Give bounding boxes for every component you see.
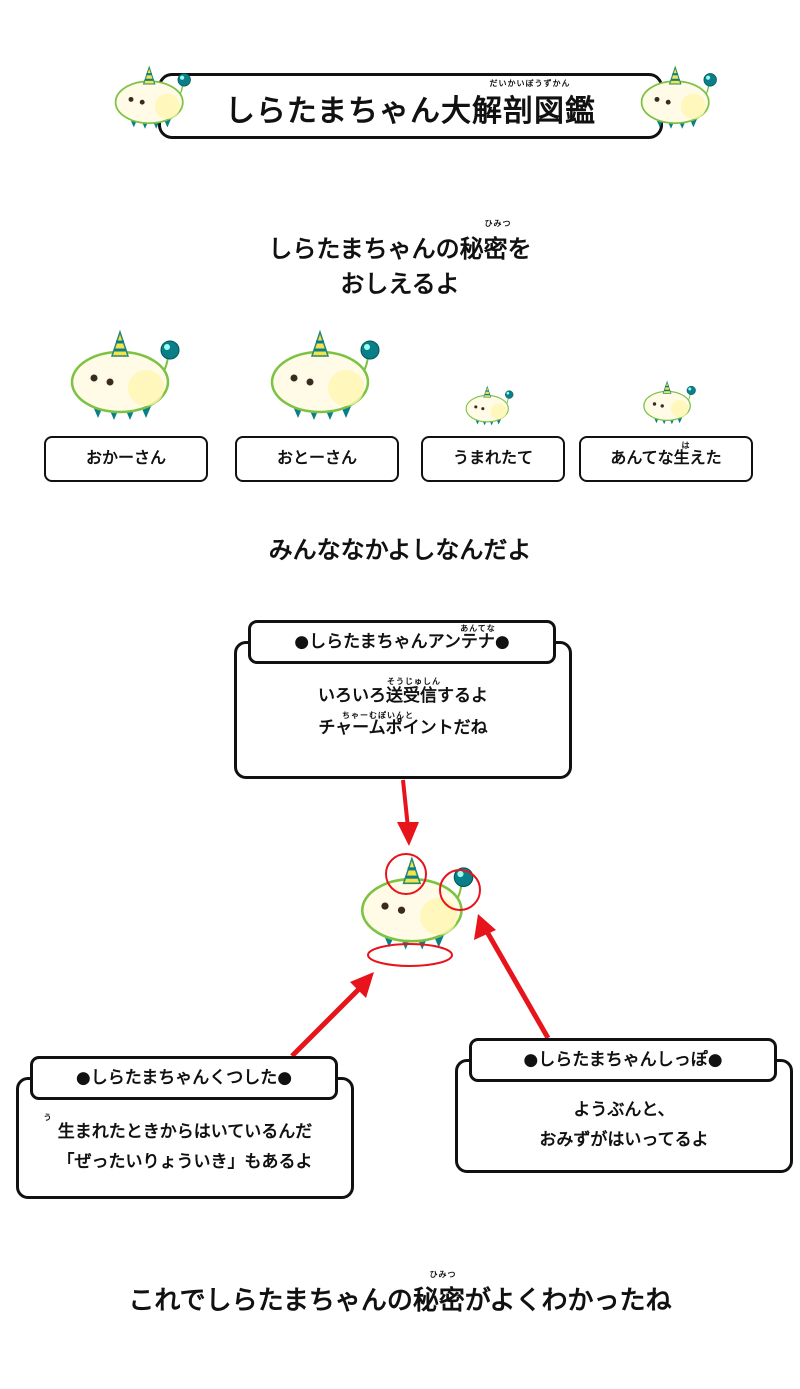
tail-callout-line-1: ようぶんと、 (573, 1100, 675, 1120)
family-label-mother: おかーさん (44, 436, 208, 482)
shiratama-right-icon (636, 62, 720, 134)
intro-line-2: おしえるよ (340, 270, 460, 298)
antenna-line1-ruby: そうじゅしん (387, 677, 441, 686)
antenna-callout-line-2: チャームポイントだね (318, 718, 488, 738)
family-ruby: は (681, 441, 691, 450)
page-title: しらたまちゃん大解剖図鑑 (224, 94, 597, 129)
arrow-tail (483, 928, 551, 1040)
shiratama-main-icon (360, 856, 475, 952)
arrow-antenna-head (397, 822, 419, 846)
arrow-socks-head (350, 972, 374, 998)
antenna-callout-title: ●しらたまちゃんアンテナ● (248, 620, 556, 664)
closing-ruby: ひみつ (429, 1270, 457, 1279)
arrow-antenna (401, 779, 410, 829)
socks-highlight-ellipse (367, 943, 453, 967)
socks-callout-title: ●しらたまちゃんくつした● (30, 1056, 338, 1100)
anatomy-diagram (290, 779, 551, 1058)
socks-callout-line-2: 「ぜったいりょういき」もあるよ (57, 1152, 313, 1172)
socks-callout-line-1: 生まれたときからはいているんだ (57, 1122, 313, 1142)
together-text: みんななかよしなんだよ (268, 536, 532, 564)
title-frame (158, 73, 663, 139)
antenna-line2-ruby: ちゃーむぽいんと (342, 711, 414, 720)
arrow-tail-head (474, 914, 496, 940)
family-label-newborn: うまれたて (421, 436, 565, 482)
tail-highlight-circle (439, 869, 481, 911)
intro-ruby: ひみつ (484, 219, 512, 228)
closing-text: これでしらたまちゃんの秘密がよくわかったね (128, 1286, 672, 1316)
socks-line1-ruby: う (43, 1113, 53, 1122)
tail-callout-title: ●しらたまちゃんしっぽ● (469, 1038, 777, 1082)
antenna-callout-frame (234, 641, 572, 779)
antenna-callout-line-1: いろいろ送受信するよ (318, 686, 488, 706)
shiratama-antenna-sprouted-icon (640, 378, 698, 428)
shiratama-newborn-icon (462, 384, 516, 428)
title-ruby: だいかいぼうずかん (489, 79, 571, 88)
intro-line-1: しらたまちゃんの秘密を (268, 235, 532, 263)
shiratama-father-icon (262, 326, 386, 426)
arrow-socks (290, 980, 368, 1058)
antenna-title-ruby: あんてな (460, 624, 496, 633)
antenna-highlight-circle (385, 853, 427, 895)
family-label-father: おとーさん (235, 436, 399, 482)
family-label-antenna: あんてな生えた (579, 436, 753, 482)
shiratama-mother-icon (62, 326, 186, 426)
shiratama-left-icon (110, 62, 194, 134)
tail-callout-line-2: おみずがはいってるよ (539, 1130, 709, 1150)
